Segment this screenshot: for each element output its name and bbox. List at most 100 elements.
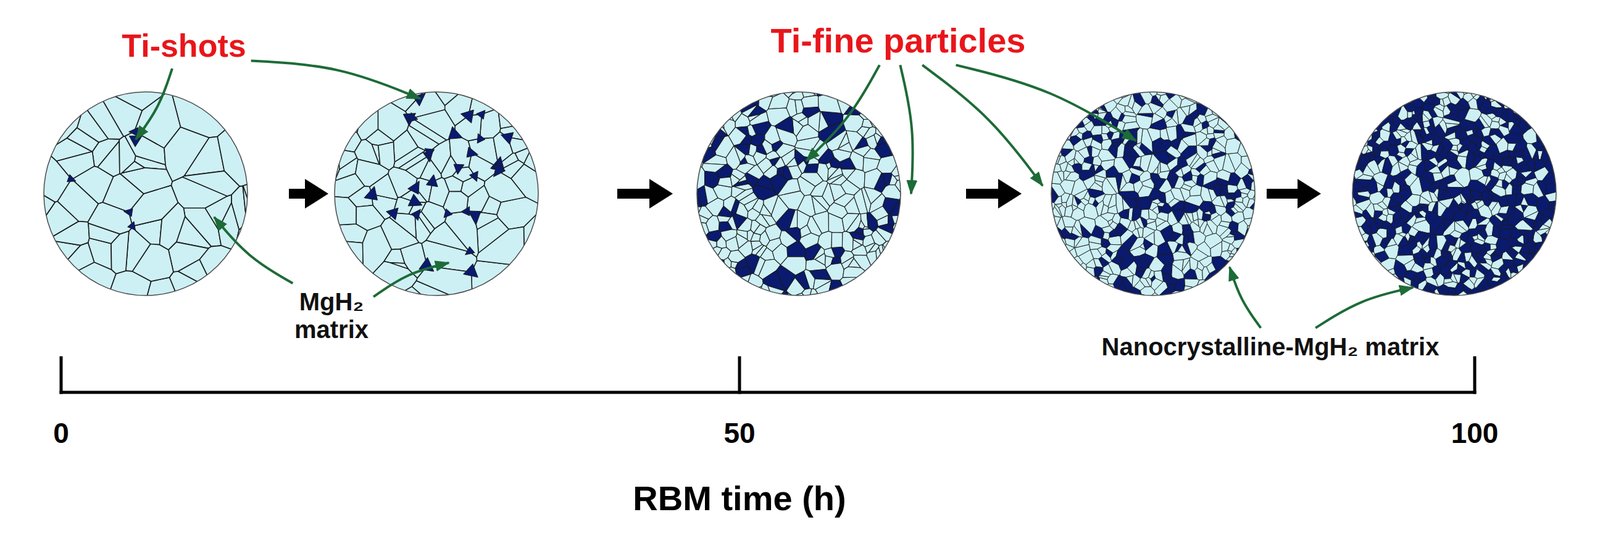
grain-cell bbox=[1226, 233, 1235, 238]
grain-cell bbox=[1489, 120, 1500, 129]
grain-cell bbox=[1490, 85, 1500, 97]
grain-cell bbox=[1228, 153, 1242, 171]
grain-cell bbox=[1466, 85, 1474, 93]
grain-cell bbox=[1077, 146, 1090, 159]
grain-cell bbox=[1346, 171, 1349, 176]
grain-cell bbox=[1397, 245, 1413, 256]
grain-cell bbox=[901, 209, 907, 225]
grain-cell bbox=[1520, 183, 1534, 196]
grain-cell bbox=[1242, 125, 1262, 145]
grain-cell bbox=[1373, 204, 1384, 212]
grain-cell bbox=[1390, 161, 1400, 176]
grain-cell bbox=[1250, 180, 1261, 192]
grain-cell bbox=[1370, 220, 1378, 234]
grain-cell bbox=[1470, 189, 1482, 200]
grain-cell bbox=[892, 221, 904, 242]
axis-value: 100 bbox=[1451, 417, 1499, 450]
grain-cell bbox=[83, 85, 124, 140]
grain-cell bbox=[1088, 235, 1102, 245]
grain-cell bbox=[1353, 258, 1370, 280]
grain-cell bbox=[716, 112, 731, 116]
grain-cell bbox=[1203, 170, 1218, 186]
grain-cell bbox=[1367, 155, 1375, 162]
grain-cell bbox=[1231, 85, 1262, 124]
grain-cell bbox=[1346, 195, 1353, 210]
grain-cell bbox=[498, 85, 545, 129]
ti-particle bbox=[501, 132, 514, 145]
grain-cell bbox=[1435, 255, 1449, 267]
grain-cell bbox=[1477, 175, 1488, 186]
grain-cell bbox=[1475, 298, 1485, 302]
grain-cell bbox=[1516, 171, 1526, 180]
grain-cell bbox=[870, 206, 889, 221]
grain-cell bbox=[748, 286, 762, 302]
matrix-label: MgH₂ matrix bbox=[294, 288, 369, 344]
grain-cell bbox=[1425, 211, 1439, 225]
grain-cell bbox=[40, 242, 95, 290]
grain-cell bbox=[1077, 127, 1088, 134]
grain-cell bbox=[1045, 111, 1061, 145]
time-axis bbox=[61, 358, 1475, 393]
grain-cell bbox=[716, 247, 731, 260]
grain-cell bbox=[1101, 204, 1109, 215]
grain-cell bbox=[1259, 170, 1262, 177]
grain-cell bbox=[741, 85, 760, 107]
grain-cell bbox=[1121, 233, 1138, 251]
grain-cell bbox=[795, 100, 804, 115]
grain-cell bbox=[182, 170, 240, 197]
grain-structure bbox=[1045, 85, 1262, 302]
grain-cell bbox=[690, 96, 725, 130]
grain-cell bbox=[1216, 177, 1229, 186]
grain-cell bbox=[1112, 213, 1121, 225]
grain-cell bbox=[1070, 262, 1077, 272]
grain-cell bbox=[1216, 135, 1228, 149]
grain-cell bbox=[1499, 229, 1513, 240]
grain-circles bbox=[37, 85, 1563, 302]
grain-cell bbox=[1179, 298, 1186, 302]
grain-cell bbox=[764, 125, 781, 145]
circle-outline bbox=[696, 91, 901, 296]
grain-cell bbox=[1129, 295, 1140, 301]
grain-cell bbox=[1478, 248, 1487, 257]
grain-cell bbox=[1554, 135, 1563, 156]
grain-cell bbox=[1346, 266, 1380, 294]
grain-cell bbox=[1099, 291, 1114, 302]
grain-cell bbox=[1138, 85, 1155, 92]
grain-cell bbox=[132, 244, 174, 282]
ti-particle bbox=[469, 171, 479, 183]
ti-particle bbox=[129, 135, 142, 147]
grain-cell bbox=[1061, 202, 1067, 209]
ti-particle bbox=[463, 264, 479, 278]
grain-cell bbox=[1517, 235, 1525, 245]
grain-cell bbox=[1446, 187, 1465, 199]
grain-cell bbox=[1446, 151, 1459, 161]
grain-cell bbox=[1162, 98, 1179, 112]
grain-cell bbox=[841, 231, 854, 252]
grain-cell bbox=[1045, 152, 1052, 173]
grain-cell bbox=[383, 249, 405, 264]
grain-cell bbox=[1077, 85, 1095, 107]
grain-cell bbox=[1475, 158, 1489, 168]
grain-cell bbox=[1374, 156, 1385, 163]
grain-cell bbox=[882, 244, 907, 288]
grain-cell bbox=[1045, 206, 1052, 216]
grain-cell bbox=[1346, 256, 1367, 287]
ti-particle bbox=[127, 221, 136, 231]
grain-cell bbox=[1387, 188, 1394, 198]
grain-cell bbox=[1494, 89, 1501, 98]
grain-cell bbox=[1171, 264, 1184, 280]
grain-cell bbox=[1422, 237, 1430, 250]
grain-cell bbox=[1379, 187, 1388, 197]
grain-cell bbox=[1067, 283, 1093, 302]
grain-cell bbox=[1520, 204, 1528, 212]
grain-cell bbox=[750, 111, 770, 126]
grain-cell bbox=[1478, 229, 1488, 240]
grain-cell bbox=[1545, 182, 1562, 195]
grain-cell bbox=[1133, 180, 1143, 194]
grain-cell bbox=[690, 98, 728, 136]
grain-cell bbox=[1204, 105, 1213, 117]
grain-cell bbox=[1098, 95, 1110, 103]
grain-cell bbox=[1201, 85, 1225, 100]
axis-value: 0 bbox=[53, 417, 70, 450]
grain-cell bbox=[833, 193, 855, 208]
